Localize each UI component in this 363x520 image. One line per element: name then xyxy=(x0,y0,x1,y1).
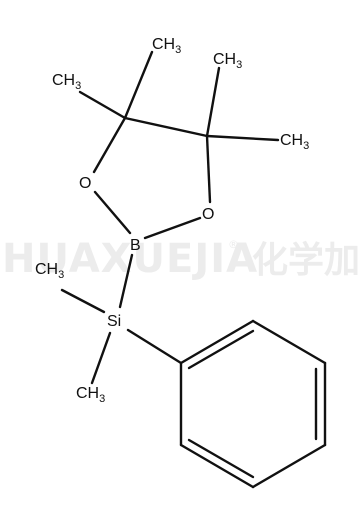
atom-methyl-upper-left: CH3 xyxy=(52,72,81,92)
atom-silicon: Si xyxy=(107,313,121,330)
phenyl-bond-1 xyxy=(179,319,255,365)
bond-c4-o1 xyxy=(92,116,127,174)
phenyl-bond-5 xyxy=(179,443,255,489)
bond-c5-methyl-upper xyxy=(205,66,221,138)
atom-boron: B xyxy=(130,237,141,254)
bonds xyxy=(60,50,327,489)
phenyl-double-1 xyxy=(187,329,255,370)
bond-si-methyl-upper xyxy=(60,288,106,314)
bond-si-methyl-lower xyxy=(90,331,112,385)
atom-oxygen-right: O xyxy=(202,206,214,223)
phenyl-bond-2 xyxy=(251,319,327,365)
bond-c4-methyl-left xyxy=(78,90,127,120)
atom-methyl-si-upper: CH3 xyxy=(35,261,64,281)
bond-c4-c5 xyxy=(123,116,209,138)
atom-methyl-upper-right: CH3 xyxy=(213,51,242,71)
bond-c4-methyl-top xyxy=(123,50,154,120)
bond-si-phenyl xyxy=(126,328,183,365)
bond-c5-methyl-right xyxy=(205,134,280,142)
bond-o2-b xyxy=(143,216,202,240)
atom-oxygen-left: O xyxy=(79,175,91,192)
watermark-latin: HUAXUEJIA xyxy=(2,236,258,282)
watermark-cjk: 化学加 xyxy=(252,239,360,281)
watermark: HUAXUEJIA ® 化学加 xyxy=(2,236,360,282)
atom-methyl-right: CH3 xyxy=(280,132,309,152)
atom-methyl-top: CH3 xyxy=(152,36,181,56)
atom-labels: CH3 CH3 CH3 CH3 O O B Si CH3 CH3 xyxy=(35,36,309,405)
bond-o1-b xyxy=(93,190,132,235)
atom-methyl-si-lower: CH3 xyxy=(76,385,105,405)
bond-b-si xyxy=(118,253,134,309)
watermark-registered: ® xyxy=(228,238,239,251)
phenyl-bond-4 xyxy=(251,443,327,489)
phenyl-double-3 xyxy=(187,438,255,479)
bond-c5-o2 xyxy=(205,134,212,204)
